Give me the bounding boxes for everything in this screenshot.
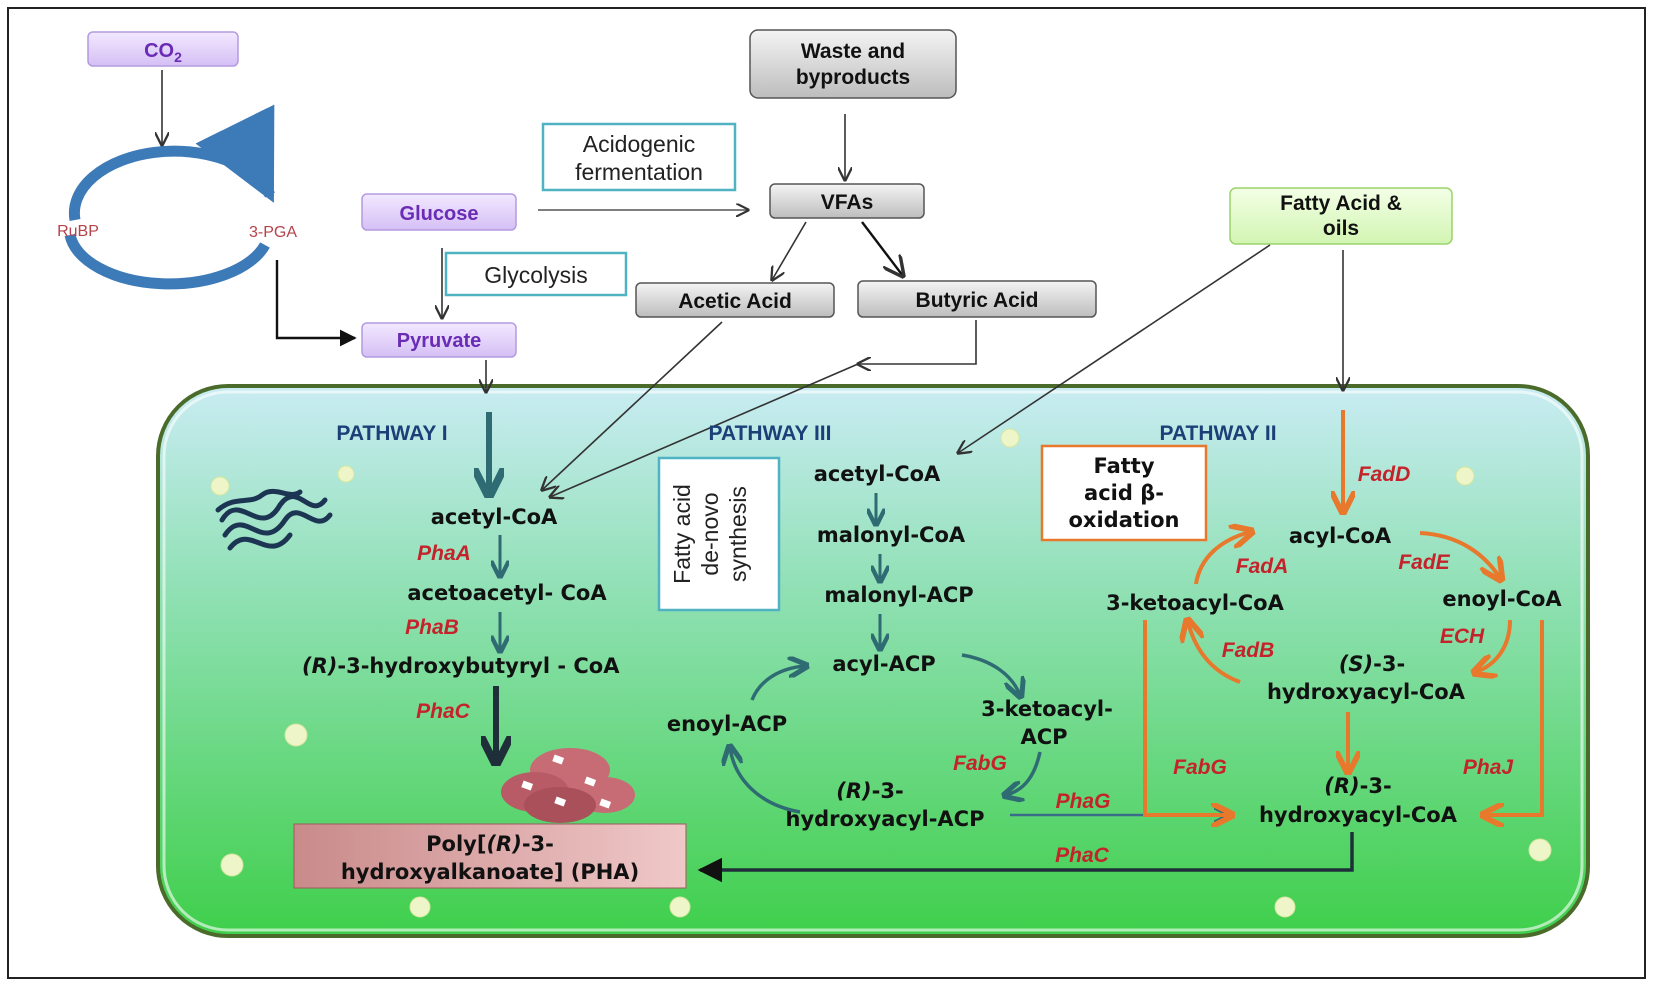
denovo-label: Fatty acid de-novo synthesis	[669, 484, 751, 584]
p3-fabG: FabG	[953, 752, 1007, 775]
rubp-label: RuBP	[57, 223, 99, 240]
svg-text:de-novo: de-novo	[697, 492, 723, 575]
pathway-2-label: PATHWAY II	[1159, 422, 1276, 445]
p1-phaB: PhaB	[405, 616, 459, 639]
acetic-label: Acetic Acid	[678, 290, 792, 313]
arrow-fadA	[1194, 532, 1250, 585]
acidogenic-label-2: fermentation	[575, 159, 703, 185]
arrow-phaJ	[1485, 620, 1544, 815]
p1-acetyl-coa: acetyl-CoA	[431, 505, 558, 529]
butyric-label: Butyric Acid	[916, 289, 1039, 312]
p1-acetoacetyl: acetoacetyl- CoA	[407, 581, 607, 605]
glycolysis-box	[444, 251, 628, 297]
outer-frame	[7, 7, 1646, 979]
co2-label: CO2	[144, 40, 182, 65]
svg-text:Fatty acid: Fatty acid	[669, 484, 695, 584]
denovo-box	[657, 456, 781, 612]
arrow-p3-cycle-1	[961, 653, 1020, 695]
pathway-1-label: PATHWAY I	[336, 422, 447, 445]
p3-malonyl-coa: malonyl-CoA	[817, 523, 966, 547]
p2-acyl-coa: acyl-CoA	[1289, 524, 1392, 548]
beta-label-3: oxidation	[1069, 508, 1180, 532]
p1-phaA: PhaA	[417, 542, 471, 565]
cell-granules	[210, 428, 1552, 918]
arrow-fadE	[1419, 531, 1500, 578]
p3-ketoacyl-1: 3-ketoacyl-	[981, 697, 1113, 721]
waste-label-2: byproducts	[796, 66, 910, 89]
p2-fabG: FabG	[1173, 756, 1227, 779]
pyruvate-label: Pyruvate	[397, 330, 482, 352]
glycolysis-label: Glycolysis	[484, 262, 588, 288]
butyric-box	[857, 280, 1097, 318]
arrow-butyric-acetylcoa	[550, 363, 859, 497]
arrow-vfas-acetic	[772, 221, 807, 280]
beta-oxidation-box	[1040, 444, 1208, 542]
acidogenic-box	[541, 122, 737, 192]
fatty-acid-label-2: oils	[1323, 217, 1359, 240]
calvin-arrow-bottom	[64, 233, 270, 290]
p3-acyl-acp: acyl-ACP	[832, 652, 935, 676]
waste-label-1: Waste and	[801, 40, 905, 63]
arrow-p3-cycle-2	[1006, 751, 1042, 795]
pyruvate-box	[361, 322, 517, 358]
p2-r-hydroxyacyl-1: (R)-3-	[1324, 774, 1391, 798]
p3-hydroxyacyl-acp-2: hydroxyacyl-ACP	[786, 807, 985, 831]
arrow-acetic-acetylcoa	[542, 321, 723, 490]
p2-fadA: FadA	[1236, 555, 1289, 578]
p2-fadE: FadE	[1398, 551, 1450, 574]
p3-enoyl-acp: enoyl-ACP	[667, 712, 787, 736]
vfas-box	[769, 183, 925, 219]
vfas-label: VFAs	[821, 191, 874, 214]
fatty-acid-box	[1229, 187, 1453, 245]
p3-ketoacyl-2: ACP	[1020, 725, 1067, 749]
waste-box	[749, 29, 957, 99]
acidogenic-label-1: Acidogenic	[583, 131, 696, 157]
p2-fadD: FadD	[1358, 463, 1411, 486]
calvin-arrow-top	[68, 104, 275, 221]
p3-acetyl-coa: acetyl-CoA	[814, 462, 941, 486]
pha-product-box	[293, 823, 687, 889]
p2-s-hydroxyacyl-1: (S)-3-	[1339, 652, 1405, 676]
pha-product-label-2: hydroxyalkanoate] (PHA)	[341, 860, 639, 884]
beta-label-2: acid β-	[1084, 481, 1164, 505]
p2-phaJ: PhaJ	[1463, 756, 1515, 779]
p2-s-hydroxyacyl-2: hydroxyacyl-CoA	[1267, 680, 1466, 704]
p2-enoyl-coa: enoyl-CoA	[1442, 587, 1562, 611]
arrow-pga-pyruvate	[275, 260, 357, 347]
arrow-p2-fabG	[1143, 620, 1230, 815]
arrow-p2-phaC	[697, 832, 1354, 883]
p3-malonyl-acp: malonyl-ACP	[824, 583, 973, 607]
acetic-box	[635, 282, 835, 318]
arrow-butyric-in	[858, 320, 977, 364]
glucose-box	[361, 193, 517, 231]
beta-label-1: Fatty	[1093, 454, 1154, 478]
p2-phaC: PhaC	[1055, 844, 1110, 867]
arrow-ech	[1476, 619, 1512, 672]
pha-granules-icon	[501, 748, 635, 823]
glucose-label: Glucose	[400, 203, 479, 225]
p3-phaG: PhaG	[1056, 790, 1111, 813]
p1-hydroxybutyryl: (R)-3-hydroxybutyryl - CoA	[302, 654, 620, 678]
arrow-fadB	[1188, 622, 1241, 684]
pga-label: 3-PGA	[249, 224, 297, 241]
arrow-fatty-pathway3	[958, 244, 1271, 453]
nucleoid-icon	[215, 488, 333, 551]
p1-phaC: PhaC	[416, 700, 471, 723]
p2-fadB: FadB	[1222, 639, 1275, 662]
p2-r-hydroxyacyl-2: hydroxyacyl-CoA	[1259, 803, 1458, 827]
pha-product-label-1: Poly[(R)-3-	[426, 832, 554, 856]
svg-text:synthesis: synthesis	[725, 486, 751, 582]
arrow-vfas-butyric	[861, 221, 903, 276]
arrow-p3-cycle-3	[730, 748, 801, 814]
pathway-3-label: PATHWAY III	[709, 422, 832, 445]
p2-ech: ECH	[1440, 625, 1485, 648]
p3-hydroxyacyl-acp-1: (R)-3-	[836, 779, 903, 803]
co2-box	[87, 31, 239, 67]
fatty-acid-label-1: Fatty Acid &	[1280, 192, 1402, 215]
p2-ketoacyl-coa: 3-ketoacyl-CoA	[1106, 591, 1284, 615]
arrow-p3-cycle-4	[750, 666, 805, 701]
